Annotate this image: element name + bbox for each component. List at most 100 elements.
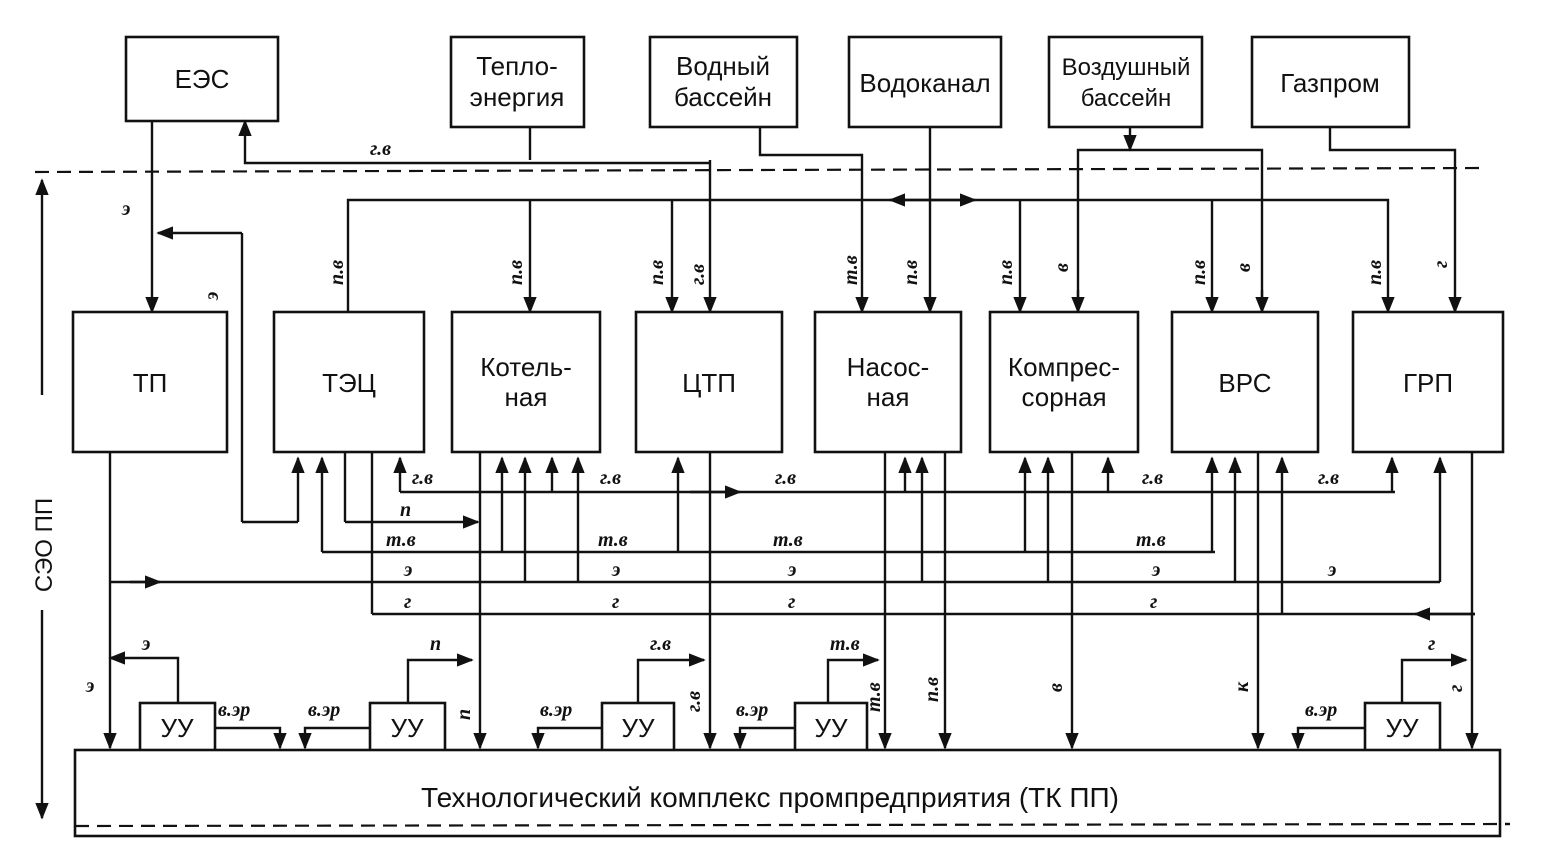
uu-label: УУ: [160, 713, 194, 743]
flow-label: п.в: [900, 260, 922, 285]
flow-label: к: [1231, 681, 1253, 692]
svg-text:бассейн: бассейн: [674, 82, 772, 112]
flow-label: г: [1445, 685, 1467, 692]
svg-text:Котель-: Котель-: [480, 352, 572, 382]
flow-label: г: [1428, 633, 1435, 655]
flow-label: э: [1327, 559, 1336, 581]
flow-label: г: [1430, 261, 1452, 268]
svg-text:ТП: ТП: [133, 368, 168, 398]
flow-label: в.эр: [218, 699, 250, 721]
svg-text:Насос-: Насос-: [847, 352, 930, 382]
unit-tp: ТП: [71, 310, 229, 454]
flow-label: в.эр: [540, 699, 572, 721]
flow-label: в.эр: [1305, 699, 1337, 721]
svg-text:Газпром: Газпром: [1280, 68, 1380, 98]
flow-label: э: [611, 559, 620, 581]
flow-label: г: [404, 591, 411, 613]
svg-text:сорная: сорная: [1021, 382, 1106, 412]
flow-label: п: [453, 709, 475, 720]
svg-text:ВРС: ВРС: [1218, 368, 1271, 398]
boundary-top-dashed: [34, 166, 1481, 174]
source-ees: ЕЭС: [124, 35, 280, 123]
flow-label: т.в: [840, 255, 862, 285]
flow-label: т.в: [1136, 529, 1166, 551]
flow-label: э: [85, 675, 94, 697]
uu-label: УУ: [814, 713, 848, 743]
uu-label: УУ: [1385, 713, 1419, 743]
side-label: СЭО ПП: [31, 498, 58, 592]
svg-text:ТЭЦ: ТЭЦ: [322, 368, 376, 398]
flow-label: г: [612, 591, 619, 613]
flow-label: п.в: [1188, 260, 1210, 285]
source-vozd: Воздушный бассейн: [1047, 35, 1204, 129]
flow-label: т.в: [773, 529, 803, 551]
source-gazprom: Газпром: [1250, 35, 1411, 129]
source-vodokanal: Водоканал: [847, 35, 1003, 129]
flow-label: г.в: [370, 138, 391, 160]
svg-text:Воздушный: Воздушный: [1062, 54, 1191, 81]
tech-complex-label: Технологический комплекс промпредприятия…: [421, 782, 1119, 813]
svg-text:энергия: энергия: [470, 82, 565, 112]
unit-tec: ТЭЦ: [272, 310, 426, 454]
flow-label: г: [788, 591, 795, 613]
flow-label: в: [1051, 263, 1073, 272]
flow-label: э: [1151, 559, 1160, 581]
unit-grp: ГРП: [1351, 310, 1505, 454]
flow-label: в: [1045, 683, 1067, 692]
flow-label: п.в: [995, 260, 1017, 285]
flow-label: п.в: [505, 260, 527, 285]
flow-label: г.в: [412, 467, 433, 489]
flow-label: э: [141, 633, 150, 655]
flow-label: г.в: [775, 467, 796, 489]
flow-label: г.в: [683, 691, 705, 712]
unit-ctp: ЦТП: [634, 310, 784, 454]
svg-text:ГРП: ГРП: [1403, 368, 1453, 398]
uu-group: УУ УУ УУ УУ УУ: [108, 651, 1468, 753]
svg-text:бассейн: бассейн: [1081, 85, 1172, 112]
svg-text:ная: ная: [505, 382, 548, 412]
flow-label: в.эр: [308, 699, 340, 721]
flow-label: в.эр: [736, 699, 768, 721]
flow-label: т.в: [598, 529, 628, 551]
flow-label: г.в: [1318, 467, 1339, 489]
source-teplo: Тепло- энергия: [449, 35, 586, 129]
lower-network: [103, 452, 1479, 750]
uu-label: УУ: [390, 713, 424, 743]
flow-label: г.в: [650, 633, 671, 655]
svg-text:Компрес-: Компрес-: [1008, 352, 1120, 382]
flow-label: т.в: [863, 682, 885, 712]
flow-label: г.в: [687, 264, 709, 285]
source-vodny: Водный бассейн: [648, 35, 799, 129]
flow-label: э: [201, 292, 223, 301]
flow-label: т.в: [830, 633, 860, 655]
flow-label: г.в: [1142, 467, 1163, 489]
svg-text:ЦТП: ЦТП: [682, 368, 736, 398]
flow-label: э: [787, 559, 796, 581]
top-network: [145, 119, 1462, 524]
flow-label: п.в: [1364, 260, 1386, 285]
flow-label: г.в: [600, 467, 621, 489]
svg-text:Тепло-: Тепло-: [476, 51, 558, 81]
flow-label: п.в: [326, 260, 348, 285]
unit-kotel: Котель- ная: [450, 310, 602, 454]
flow-label: г: [1150, 591, 1157, 613]
flow-label: п: [400, 499, 411, 521]
unit-nasos: Насос- ная: [813, 310, 963, 454]
flow-label: п.в: [921, 677, 943, 702]
svg-text:Водный: Водный: [676, 51, 770, 81]
svg-text:ЕЭС: ЕЭС: [175, 64, 230, 94]
uu-label: УУ: [621, 713, 655, 743]
flow-label: п.в: [646, 260, 668, 285]
side-dimension: СЭО ПП: [31, 178, 58, 820]
flow-label: т.в: [386, 529, 416, 551]
tech-complex: Технологический комплекс промпредприятия…: [73, 748, 1502, 838]
flow-label: э: [403, 559, 412, 581]
flow-label: в: [1233, 263, 1255, 272]
flow-label: э: [121, 198, 130, 220]
svg-text:Водоканал: Водоканал: [859, 68, 990, 98]
svg-text:ная: ная: [867, 382, 910, 412]
unit-kompr: Компрес- сорная: [988, 310, 1140, 454]
flow-label: п: [430, 633, 441, 655]
unit-vrs: ВРС: [1170, 310, 1320, 454]
